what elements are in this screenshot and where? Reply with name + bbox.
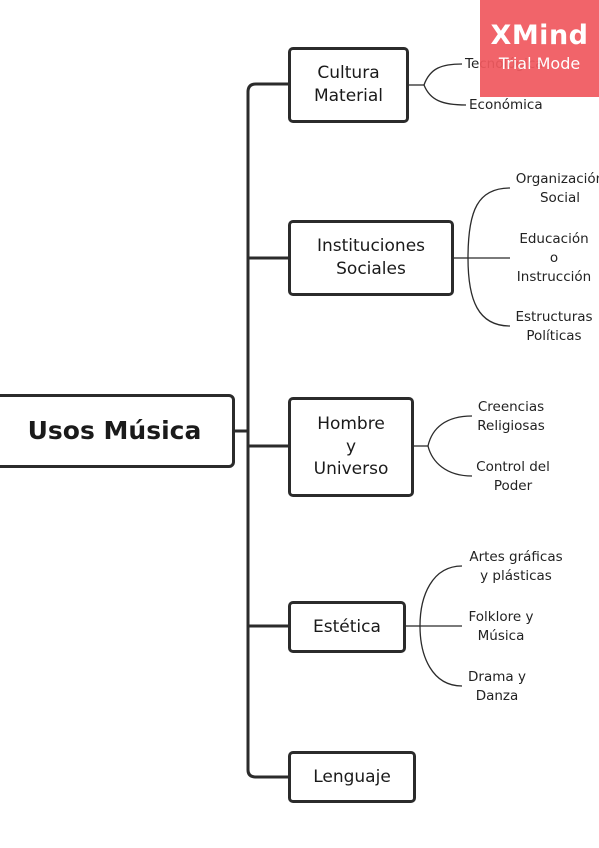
root-label: Usos Música bbox=[27, 416, 202, 446]
branch-estetica[interactable]: Estética bbox=[288, 601, 406, 653]
branch-instituciones-sociales[interactable]: Instituciones Sociales bbox=[288, 220, 454, 296]
leaf-folklore-musica[interactable]: Folklore y Música bbox=[468, 609, 534, 644]
leaf-creencias-religiosas[interactable]: Creencias Religiosas bbox=[477, 399, 545, 434]
watermark-mode: Trial Mode bbox=[498, 54, 581, 73]
leaf-drama-danza[interactable]: Drama y Danza bbox=[468, 669, 526, 704]
branch-label: Estética bbox=[313, 616, 381, 637]
branch-lenguaje[interactable]: Lenguaje bbox=[288, 751, 416, 803]
leaf-educacion-instruccion[interactable]: Educación o Instrucción bbox=[516, 231, 592, 285]
xmind-trial-watermark: XMind Trial Mode bbox=[480, 0, 599, 97]
leaf-economica[interactable]: Económica bbox=[469, 97, 543, 113]
branch-label: Cultura Material bbox=[313, 63, 384, 106]
branch-label: Instituciones Sociales bbox=[316, 236, 426, 279]
leaf-estructuras-politicas[interactable]: Estructuras Políticas bbox=[515, 309, 593, 344]
watermark-brand: XMind bbox=[490, 20, 589, 51]
branch-cultura-material[interactable]: Cultura Material bbox=[288, 47, 409, 123]
leaf-artes-graficas[interactable]: Artes gráficas y plásticas bbox=[469, 549, 563, 584]
branch-label: Lenguaje bbox=[313, 766, 391, 787]
leaf-organizacion-social[interactable]: Organización Social bbox=[515, 171, 599, 206]
branch-hombre-universo[interactable]: Hombre y Universo bbox=[288, 397, 414, 497]
branch-label: Hombre y Universo bbox=[313, 413, 389, 480]
leaf-control-poder[interactable]: Control del Poder bbox=[476, 459, 550, 494]
root-node[interactable]: Usos Música bbox=[0, 394, 235, 468]
